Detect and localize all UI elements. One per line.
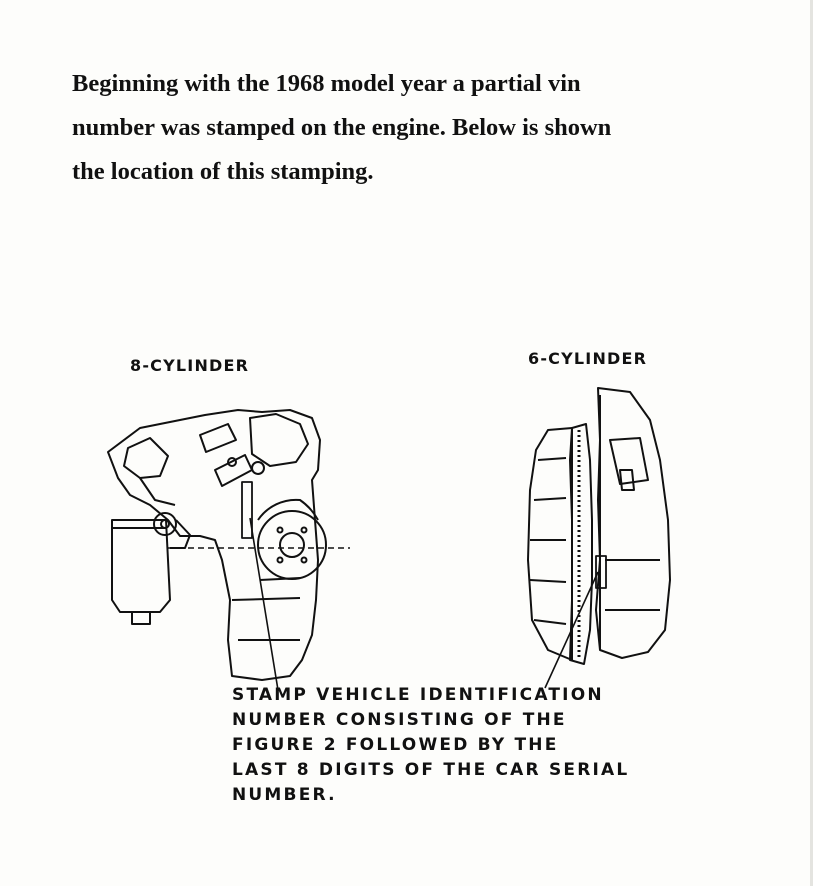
stamp-instruction-note: STAMP VEHICLE IDENTIFICATION NUMBER CONS… — [232, 683, 629, 808]
caption-6-cylinder: 6-CYLINDER — [528, 349, 648, 368]
note-line-5: NUMBER. — [232, 785, 337, 805]
engine-8-cylinder-illustration — [107, 409, 350, 681]
intro-line-2: number was stamped on the engine. Below … — [72, 114, 612, 141]
leader-lines — [249, 517, 599, 691]
caption-8-cylinder: 8-CYLINDER — [130, 356, 250, 375]
intro-line-3: the location of this stamping. — [72, 158, 374, 185]
note-line-2: NUMBER CONSISTING OF THE — [232, 710, 567, 730]
leader-line-6-cylinder — [544, 571, 599, 689]
engine-6-cylinder-illustration — [527, 387, 671, 665]
intro-line-1: Beginning with the 1968 model year a par… — [72, 70, 581, 97]
scan-edge — [810, 0, 813, 886]
note-line-1: STAMP VEHICLE IDENTIFICATION — [232, 685, 604, 705]
note-line-3: FIGURE 2 FOLLOWED BY THE — [232, 735, 559, 755]
note-line-4: LAST 8 DIGITS OF THE CAR SERIAL — [232, 760, 630, 780]
leader-line-8-cylinder — [249, 517, 279, 691]
intro-paragraph: Beginning with the 1968 model year a par… — [72, 62, 712, 194]
